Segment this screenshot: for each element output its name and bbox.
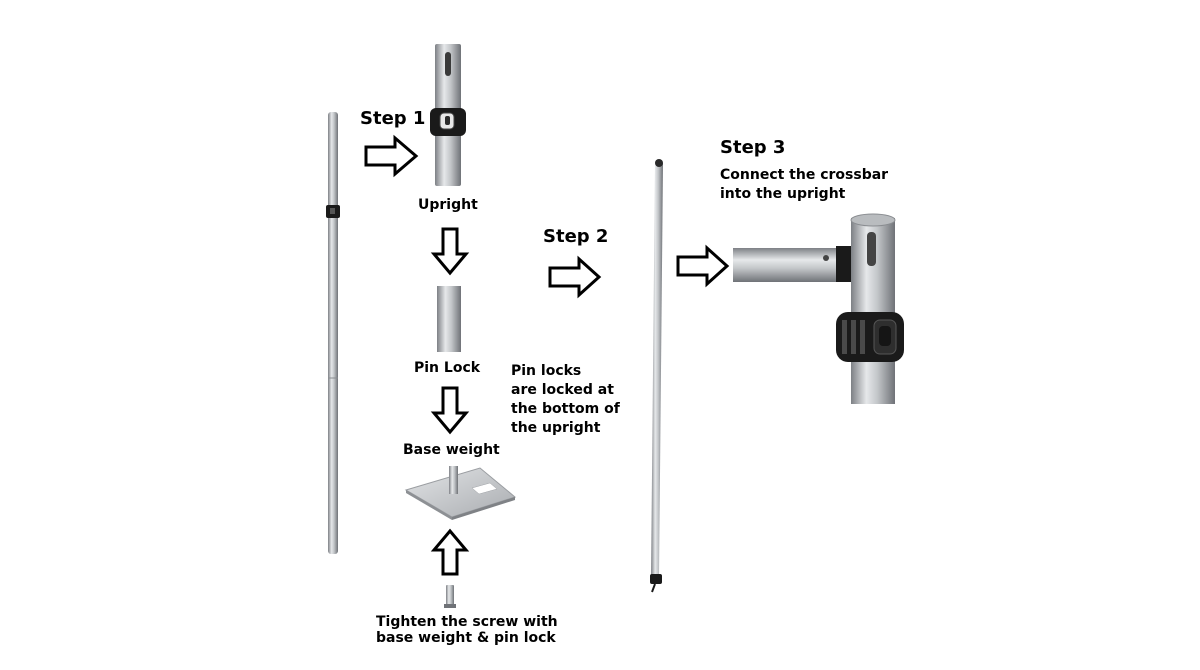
upright-label: Upright bbox=[418, 196, 478, 215]
step-3-note-line: into the upright bbox=[720, 185, 888, 204]
pin-locks-note-line: are locked at bbox=[511, 381, 620, 400]
step-1-label: Step 1 bbox=[360, 108, 425, 129]
pin-locks-note-line: the bottom of bbox=[511, 400, 620, 419]
right-arrow-icon bbox=[550, 259, 599, 295]
tighten-note-line: base weight & pin lock bbox=[376, 630, 558, 646]
step-3-note-line: Connect the crossbar bbox=[720, 166, 888, 185]
screw bbox=[444, 585, 456, 608]
full-pole bbox=[326, 112, 340, 554]
right-arrow-icon bbox=[678, 248, 727, 284]
step-2-label: Step 2 bbox=[543, 226, 608, 247]
tighten-note: Tighten the screw with base weight & pin… bbox=[376, 614, 558, 646]
base-weight-plate bbox=[406, 466, 515, 520]
pin-lock-label: Pin Lock bbox=[414, 359, 480, 378]
pin-locks-note: Pin locks are locked at the bottom of th… bbox=[511, 362, 620, 438]
crossbar-connection bbox=[733, 214, 904, 404]
base-weight-label: Base weight bbox=[403, 441, 500, 460]
step-3-label: Step 3 bbox=[720, 137, 785, 158]
tighten-note-line: Tighten the screw with bbox=[376, 614, 558, 630]
right-arrow-icon bbox=[366, 138, 416, 174]
assembled-pole bbox=[650, 159, 663, 592]
pin-locks-note-line: the upright bbox=[511, 419, 620, 438]
down-arrow-icon bbox=[434, 388, 466, 432]
down-arrow-icon bbox=[434, 229, 466, 273]
step-3-note: Connect the crossbar into the upright bbox=[720, 166, 888, 204]
pin-locks-note-line: Pin locks bbox=[511, 362, 620, 381]
up-arrow-icon bbox=[434, 531, 466, 574]
pin-lock-tube bbox=[437, 286, 461, 352]
upright-tube bbox=[430, 44, 466, 186]
